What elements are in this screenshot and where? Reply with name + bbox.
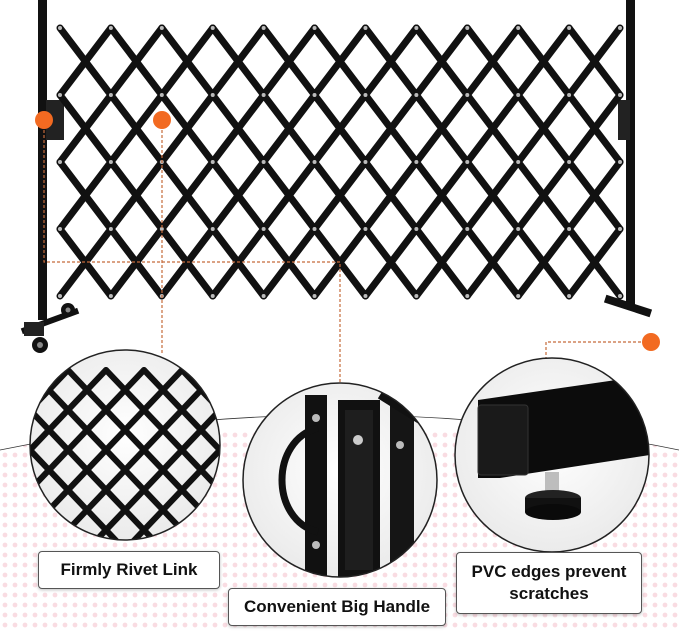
closeup-pvc-foot [454,357,650,553]
marker-dot [35,111,660,351]
left-post [38,0,47,320]
right-post [626,0,635,305]
pvc-foot-pad [525,490,581,520]
callout-pvc-edges: PVC edges prevent scratches [456,552,642,614]
closeup-handle [242,382,438,578]
handle-loop [278,424,320,536]
caster-wheel [24,303,75,353]
callout-big-handle: Convenient Big Handle [228,588,446,626]
callout-rivet-link: Firmly Rivet Link [38,551,220,589]
leader-lines [43,120,651,385]
gate [20,0,653,353]
